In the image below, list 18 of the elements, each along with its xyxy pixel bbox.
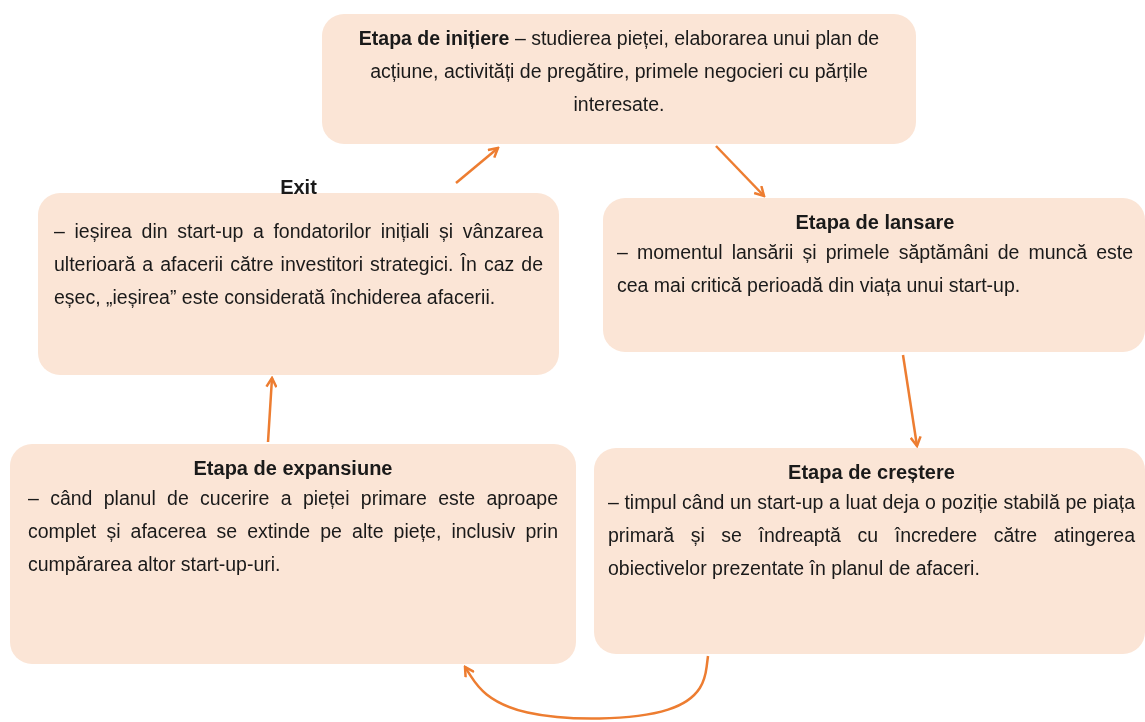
stage-title: Etapa de creștere — [787, 460, 956, 485]
stage-box — [322, 14, 916, 144]
stage-title: Etapa de lansare — [794, 210, 956, 235]
stage-box — [10, 444, 576, 664]
stage-description: – momentul lansării și primele săptămâni de muncă este cea mai critică perioadă din viața unui start-up. — [617, 240, 1133, 298]
stage-text: Etapa de inițiere – studierea pieței, elaborarea unui plan de acțiune, activități de pregătire, primele negocieri cu părțile interesate. — [357, 26, 881, 117]
stage-box — [603, 198, 1145, 352]
stage-description: – când planul de cucerire a pieței primare este aproape complet și afacerea se extinde pe alte piețe, inclusiv prin cumpărarea altor start-up-uri. — [28, 486, 558, 577]
arrow — [455, 146, 500, 184]
arrow — [901, 354, 922, 448]
stage-description: – ieșirea din start-up a fondatorilor inițiali și vânzarea ulterioară a afacerii către investitori strategici. În caz de eșec, „ieșirea” este considerată închiderea afacerii. — [54, 219, 543, 310]
arrow — [715, 145, 766, 198]
stage-box — [594, 448, 1145, 654]
stage-title: Etapa de expansiune — [192, 456, 394, 481]
arrow — [463, 655, 710, 720]
arrow — [265, 376, 278, 443]
stage-title: Exit — [279, 175, 318, 200]
stage-description: – timpul când un start-up a luat deja o poziție stabilă pe piața primară și se îndreaptă cu încredere către atingerea obiectivelor prezentate în planul de afaceri. — [608, 490, 1135, 581]
